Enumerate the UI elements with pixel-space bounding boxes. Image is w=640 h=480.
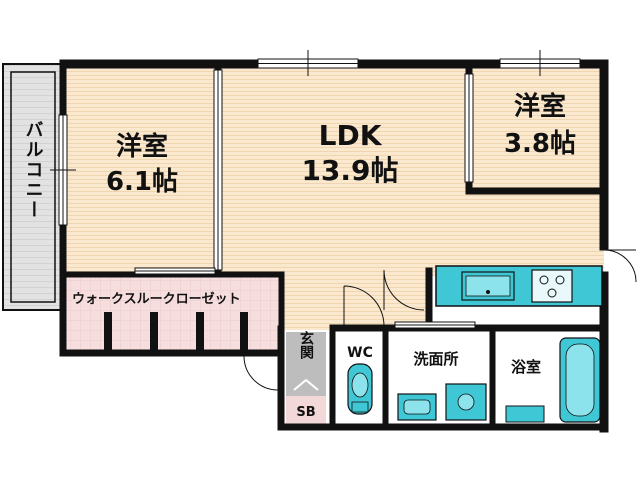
closet-shelves (104, 312, 248, 352)
western-room-left-name: 洋室 (116, 131, 168, 162)
ldk-name: LDK (319, 119, 383, 152)
western-room-right (468, 66, 604, 192)
western-room-left-size: 6.1帖 (106, 167, 178, 197)
toilet-label: WC (347, 345, 373, 361)
western-room-right-name: 洋室 (514, 91, 566, 122)
washing-machine-space (445, 383, 487, 421)
shoe-box-label: SB (296, 405, 315, 420)
kitchen-counter (435, 265, 603, 307)
entrance-label: 玄関 (298, 330, 314, 360)
washroom-label: 洗面所 (413, 350, 458, 368)
walk-through-closet (63, 276, 281, 354)
bathtub (559, 337, 601, 423)
toilet-fixture (347, 363, 373, 415)
bath-sink (505, 405, 545, 423)
walk-through-closet-label: ウォークスルークローゼット (72, 291, 241, 307)
windows (50, 50, 581, 226)
balcony (2, 63, 64, 311)
bathroom-label: 浴室 (511, 358, 541, 376)
shoe-box (286, 396, 326, 424)
western-room-left (63, 66, 218, 274)
sliding-doors (134, 69, 476, 329)
western-room-right-size: 3.8帖 (504, 129, 576, 159)
entrance-arrow-icon (293, 378, 319, 391)
ldk-size: 13.9帖 (301, 154, 398, 187)
swing-doors (243, 249, 637, 392)
ldk-room (218, 66, 468, 276)
balcony-label: バルコニー (23, 120, 44, 220)
hallway (282, 270, 430, 330)
washstand (397, 393, 437, 421)
